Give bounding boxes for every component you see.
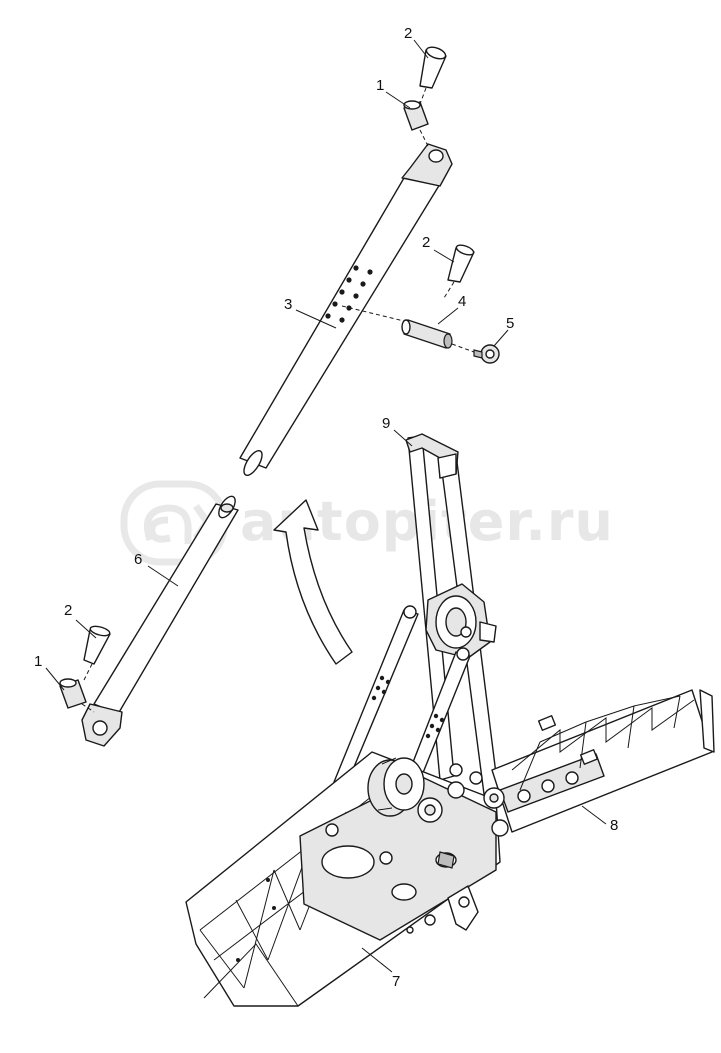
rotation-arrow xyxy=(273,499,353,665)
boom-lattice-right xyxy=(491,689,715,833)
callout-5: 5 xyxy=(506,315,514,332)
callout-2-top: 2 xyxy=(404,25,412,42)
a-frame-mast xyxy=(405,433,499,795)
boom-base-section xyxy=(185,751,509,1007)
callout-2-mid: 2 xyxy=(422,234,430,251)
callout-6: 6 xyxy=(134,551,142,568)
callout-4: 4 xyxy=(458,293,466,310)
lower-pin-assembly xyxy=(59,625,111,713)
callout-7: 7 xyxy=(392,973,400,990)
callout-2-low: 2 xyxy=(64,602,72,619)
callout-9: 9 xyxy=(382,415,390,432)
callout-8: 8 xyxy=(610,817,618,834)
upper-strut-tube xyxy=(239,143,453,476)
callout-1-low: 1 xyxy=(34,653,42,670)
callouts: 1 2 2 3 4 5 9 6 2 1 8 7 xyxy=(34,25,618,990)
callout-3: 3 xyxy=(284,296,292,313)
callout-1-top: 1 xyxy=(376,77,384,94)
leader-lines xyxy=(45,39,607,973)
top-pin-assembly xyxy=(403,46,447,147)
lower-strut-tube xyxy=(81,495,239,747)
middle-pin-assembly xyxy=(341,244,500,364)
